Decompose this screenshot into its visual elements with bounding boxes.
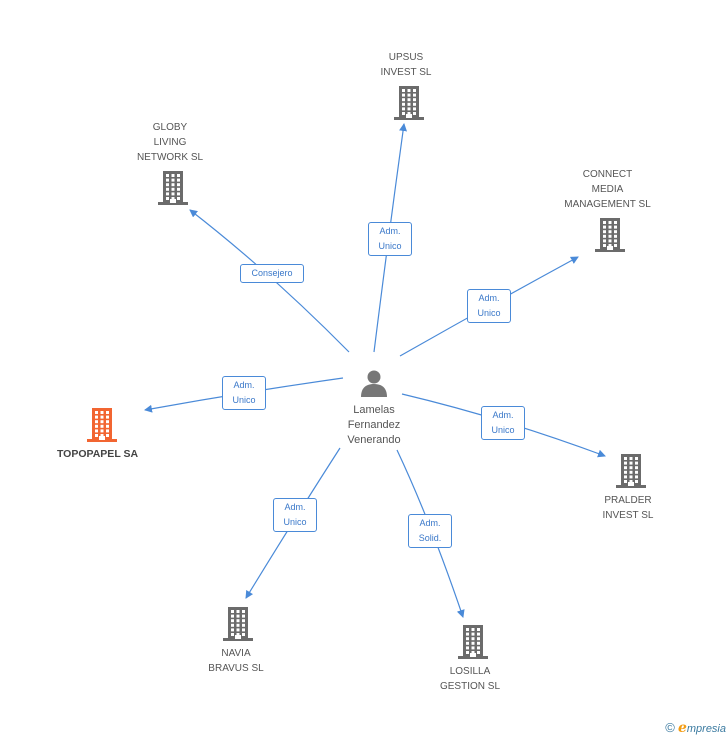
edge-label-connect[interactable]: Adm. Unico — [467, 289, 511, 323]
edge-label-upsus[interactable]: Adm. Unico — [368, 222, 412, 256]
center-person-name[interactable]: Lamelas Fernandez Venerando — [347, 404, 401, 446]
edge-label-losilla[interactable]: Adm. Solid. — [408, 514, 452, 548]
edge-label-pralder[interactable]: Adm. Unico — [481, 406, 525, 440]
edge-label-globy[interactable]: Consejero — [240, 264, 304, 283]
brand-logo-text: mpresia — [686, 723, 726, 735]
building-icon[interactable] — [615, 454, 647, 488]
building-icon[interactable] — [594, 218, 626, 252]
building-icon[interactable] — [393, 86, 425, 120]
company-label-connect[interactable]: CONNECT MEDIA MANAGEMENT SL — [564, 169, 651, 210]
person-icon[interactable] — [359, 368, 389, 398]
brand-logo-initial: e — [677, 720, 687, 736]
company-label-topopapel[interactable]: TOPOPAPEL SA — [56, 448, 139, 460]
company-label-navia[interactable]: NAVIA BRAVUS SL — [208, 648, 264, 674]
company-label-upsus[interactable]: UPSUS INVEST SL — [380, 52, 432, 78]
company-label-pralder[interactable]: PRALDER INVEST SL — [602, 495, 654, 521]
copyright-symbol: © — [665, 720, 675, 735]
footer-brand: © empresia — [665, 720, 726, 736]
company-label-globy[interactable]: GLOBY LIVING NETWORK SL — [136, 122, 204, 163]
building-icon[interactable] — [457, 625, 489, 659]
edge-label-navia[interactable]: Adm. Unico — [273, 498, 317, 532]
building-icon[interactable] — [86, 408, 118, 442]
edge-label-topopapel[interactable]: Adm. Unico — [222, 376, 266, 410]
building-icon[interactable] — [157, 171, 189, 205]
company-label-losilla[interactable]: LOSILLA GESTION SL — [439, 666, 500, 692]
building-icon[interactable] — [222, 607, 254, 641]
